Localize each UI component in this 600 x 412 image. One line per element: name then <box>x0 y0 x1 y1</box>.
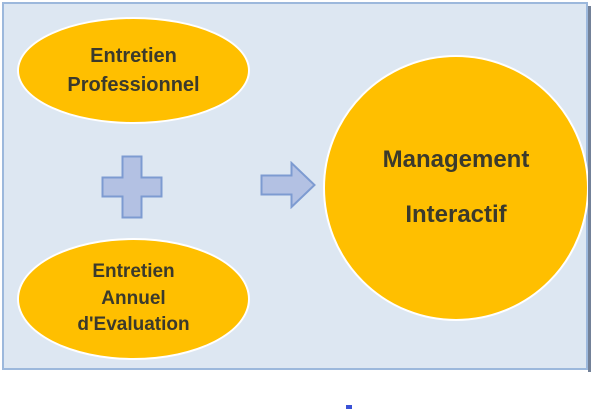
node-management-interactif-line-1: Management <box>382 146 530 174</box>
node-entretien-annuel-evaluation-line-1: Entretien <box>92 260 175 282</box>
node-management-interactif[interactable]: Management Interactif <box>323 55 589 321</box>
node-entretien-annuel-evaluation-line-2: Annuel <box>101 287 166 309</box>
node-entretien-professionnel-line-1: Entretien <box>90 45 177 68</box>
node-entretien-professionnel-line-2: Professionnel <box>67 73 200 96</box>
node-entretien-annuel-evaluation[interactable]: Entretien Annuel d'Evaluation <box>17 238 250 360</box>
right-block-arrow-icon <box>260 161 316 209</box>
cursor-artifact <box>346 405 352 409</box>
plus-sign-icon <box>101 155 163 219</box>
frame-shadow <box>588 6 591 372</box>
node-entretien-annuel-evaluation-line-3: d'Evaluation <box>77 314 190 336</box>
node-entretien-professionnel[interactable]: Entretien Professionnel <box>17 17 250 124</box>
node-management-interactif-line-2: Interactif <box>405 201 507 228</box>
diagram-frame: Entretien Professionnel Entretien Annuel… <box>2 2 589 370</box>
